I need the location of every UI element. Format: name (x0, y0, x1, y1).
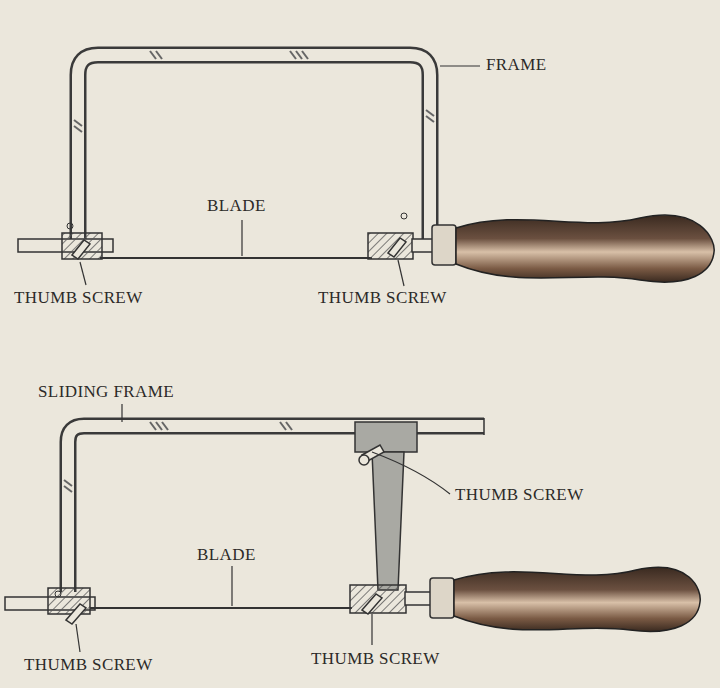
part-label: FRAME (486, 56, 547, 75)
part-label: THUMB SCREW (455, 486, 584, 505)
top-saw (18, 51, 714, 282)
part-label: BLADE (197, 546, 256, 565)
part-label: THUMB SCREW (311, 650, 440, 669)
part-label: THUMB SCREW (14, 289, 143, 308)
part-label: THUMB SCREW (318, 289, 447, 308)
part-label: THUMB SCREW (24, 656, 153, 675)
leader-lines (76, 66, 480, 652)
part-label: BLADE (207, 197, 266, 216)
part-label: SLIDING FRAME (38, 383, 174, 402)
bottom-saw (5, 418, 700, 631)
